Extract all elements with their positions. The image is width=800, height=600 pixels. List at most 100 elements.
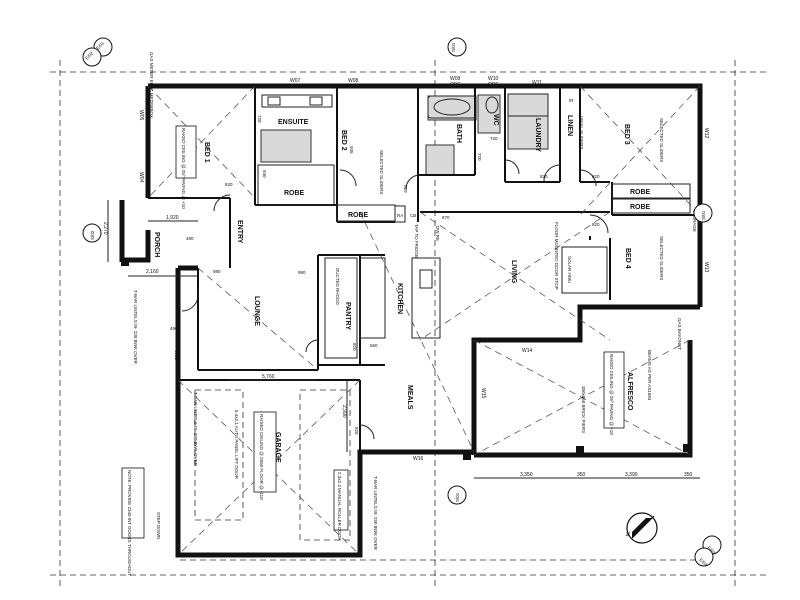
room-label-entry: ENTRY	[236, 220, 243, 244]
svg-text:E/03: E/03	[706, 545, 716, 555]
dim-350a: 350	[577, 472, 586, 478]
note-selected-sliders-bed3: SELECTED SLIDERS	[659, 118, 664, 162]
room-label-bath: BATH	[455, 124, 462, 143]
wet-areas	[260, 93, 549, 176]
dimension-lines	[107, 200, 700, 479]
room-label-laundry: LAUNDRY	[534, 118, 541, 152]
note-ra: RA	[397, 213, 403, 218]
note-floor-door-stop: FLOOR MOUNTED DOOR STOP	[554, 222, 559, 290]
room-label-porch: PORCH	[153, 232, 160, 257]
note-solar-hwu: SOLAR HWU	[567, 256, 572, 283]
door-820-garage: 820	[354, 427, 359, 435]
posts	[121, 258, 691, 460]
section-marker-s02: S/02	[82, 223, 102, 243]
svg-text:E/02: E/02	[84, 50, 94, 60]
room-label-robe-bed2: ROBE	[348, 212, 369, 219]
note-gas-bayonet: GAS BAYONET	[677, 318, 682, 350]
room-label-meals: MEALS	[406, 385, 413, 410]
window-w07: W07	[290, 78, 301, 84]
window-w15: W15	[480, 388, 486, 399]
note-ir: IR	[569, 98, 574, 103]
elevation-marker-e02: E/02	[82, 47, 102, 67]
room-label-garage: GARAGE	[274, 432, 281, 463]
note-ducted-rhood: DUCTED RHOOD	[335, 268, 340, 305]
svg-text:NOTE: PROVIDE 2340 INT DOORS T: NOTE: PROVIDE 2340 INT DOORS THROUGHOUT	[127, 470, 132, 576]
window-w04: W04	[138, 172, 144, 183]
room-label-robe-ensuite: ROBE	[284, 190, 305, 197]
note-selected-sliders-bed4: SELECTED SLIDERS	[659, 236, 664, 280]
door-820-pantry: 820	[352, 343, 357, 351]
svg-text:S/02: S/02	[90, 230, 95, 240]
door-720-ensuite: 720	[257, 115, 262, 123]
room-label-living: LIVING	[510, 260, 517, 284]
svg-text:RAKED CEILING @ 25º PAVING @ +: RAKED CEILING @ 25º PAVING @ +10	[609, 354, 614, 435]
dim-2990: 2,990	[341, 405, 347, 418]
door-820-bed3: 820	[592, 174, 600, 179]
room-label-bed2: BED 2	[340, 130, 347, 151]
window-w12: W12	[703, 128, 709, 139]
door-820-bed2: 820	[403, 185, 408, 193]
door-swings	[181, 159, 609, 440]
note-lintels-3: T-BAR LINTELS W- 230 BWK OVER	[373, 476, 378, 551]
door-480-b: 480	[170, 326, 178, 331]
door-560: 560	[370, 343, 378, 348]
note-storage: STORAGE	[692, 210, 697, 232]
note-lintels-2: T-BAR LINTELS W- 230 BWK OVER	[193, 392, 198, 467]
window-w10-obs: OBS	[488, 82, 499, 88]
note-lintels-1: T-BAR LINTELS W- 230 BWK OVER	[133, 290, 138, 365]
svg-text:S/01: S/01	[455, 492, 460, 502]
window-w09-obs: OBS	[450, 82, 461, 88]
note-beams: BEAMS AS PER AS1684	[647, 350, 652, 401]
room-label-linen: LINEN	[566, 115, 573, 136]
dim-1920: 1,920	[166, 215, 179, 221]
svg-text:E/04: E/04	[698, 557, 708, 567]
window-w16: W16	[413, 456, 424, 462]
elevation-marker-e04: E/04	[694, 547, 714, 568]
north-label: N	[626, 532, 632, 536]
window-w05: W05	[138, 110, 144, 121]
svg-text:RAISED CEILING @ 2550 FLOOR @: RAISED CEILING @ 2550 FLOOR @ -110	[259, 414, 264, 500]
note-brick-piers: 350x350 BRICK PIERS	[581, 386, 586, 433]
door-980-entry: 980	[213, 269, 221, 274]
room-label-bed4: BED 4	[624, 248, 631, 269]
room-label-kitchen: KITCHEN	[396, 283, 403, 314]
window-w03: W03	[173, 350, 179, 361]
svg-text:2.3x2.4 MANUAL ROLLER DOOR: 2.3x2.4 MANUAL ROLLER DOOR	[337, 472, 342, 541]
window-w14: W14	[522, 348, 533, 354]
setout-lines	[50, 60, 770, 590]
garage-ceiling-note: RAISED CEILING @ 2550 FLOOR @ -110	[253, 411, 277, 500]
svg-text:E/01: E/01	[95, 40, 105, 50]
note-dw-re: DW RE	[435, 226, 440, 241]
note-selected-sliders-bed2: SELECTED SLIDERS	[379, 150, 384, 194]
section-marker-s01-right: S/01	[693, 203, 713, 223]
room-label-alfresco: ALFRESCO	[626, 372, 633, 411]
door-480-a: 480	[186, 236, 194, 241]
room-label-robe-bed3: ROBE	[630, 189, 651, 196]
room-label-pantry: PANTRY	[344, 302, 351, 330]
north-arrow-icon	[626, 512, 658, 544]
window-w09: W09	[450, 76, 461, 82]
door-870: 870	[442, 215, 450, 220]
note-vinyl-sliders: VINYL SLIDERS	[579, 116, 584, 149]
room-label-ensuite: ENSUITE	[278, 119, 309, 126]
bed1-ceiling-note: RAKED CEILING @ 25º PAVING @ +10	[175, 125, 197, 209]
fixtures	[257, 93, 691, 359]
note-cb: CB	[410, 213, 416, 218]
door-720-wc: 720	[490, 136, 498, 141]
door-820-bed1: 820	[225, 182, 233, 187]
svg-text:RAKED CEILING @ 25º PAVING @ +: RAKED CEILING @ 25º PAVING @ +10	[181, 128, 186, 209]
door-820-laundry: 820	[540, 174, 548, 179]
room-label-bed3: BED 3	[623, 124, 630, 145]
section-marker-s01-bottom: S/01	[447, 485, 467, 505]
door-720-bath: 720	[477, 153, 482, 161]
dim-2270: 2,270	[102, 222, 108, 235]
svg-text:S/01: S/01	[701, 210, 706, 220]
roof-lines	[147, 85, 701, 556]
window-w08: W08	[348, 78, 359, 84]
dim-2160: 2,160	[146, 269, 159, 275]
svg-text:S/01: S/01	[451, 42, 456, 52]
dim-350b: 350	[684, 472, 693, 478]
window-w11: W11	[532, 80, 542, 86]
alfresco-ceiling-note: RAKED CEILING @ 25º PAVING @ +10	[603, 351, 625, 435]
